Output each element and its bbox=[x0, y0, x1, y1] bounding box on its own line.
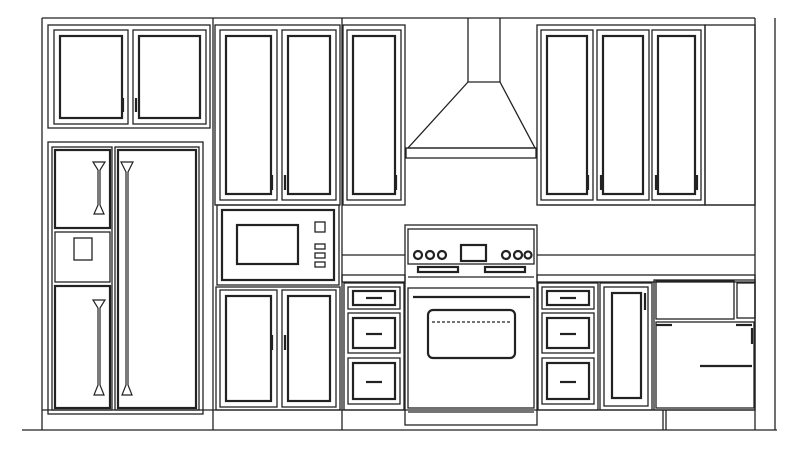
upper-cabinet-single bbox=[342, 24, 406, 206]
upper-cabinet-tall-double bbox=[214, 24, 341, 206]
upper-cabinet-right-triple bbox=[536, 24, 756, 206]
toe-kick bbox=[42, 18, 755, 430]
burner-grates bbox=[416, 265, 527, 274]
refrigerator bbox=[47, 141, 204, 415]
upper-cabinet-over-fridge bbox=[47, 24, 211, 129]
microwave bbox=[216, 204, 340, 286]
drawer-stack-left bbox=[343, 282, 405, 411]
range-oven bbox=[404, 224, 538, 426]
drawer-stack-right bbox=[537, 282, 599, 411]
dishwasher bbox=[653, 279, 756, 411]
base-cabinet-double-door bbox=[215, 286, 341, 411]
control-knobs bbox=[412, 249, 533, 261]
base-cabinet-single-door bbox=[599, 282, 653, 411]
countertop bbox=[341, 254, 756, 283]
range-hood bbox=[405, 18, 537, 159]
